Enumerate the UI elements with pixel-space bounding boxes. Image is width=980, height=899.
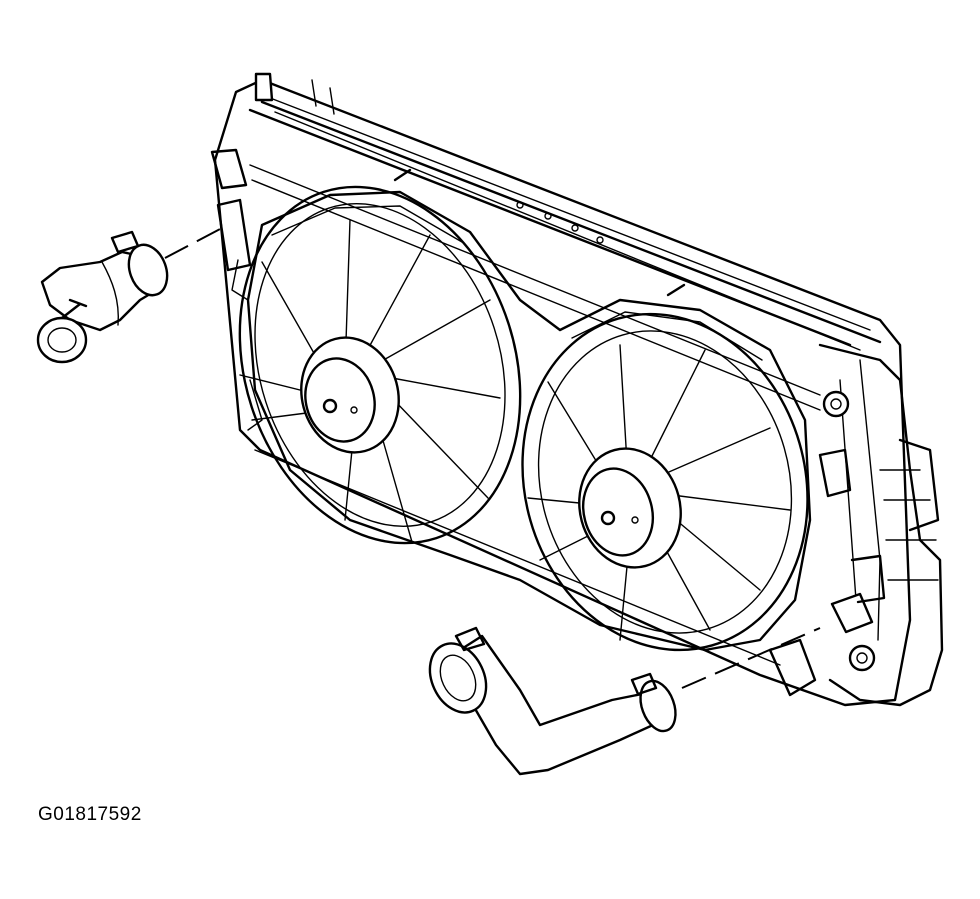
- radiator: [210, 72, 912, 707]
- fan-right: [521, 312, 809, 652]
- lower-radiator-hose: [428, 626, 821, 776]
- radiator-side-tank: [768, 343, 944, 707]
- fan-left: [238, 185, 522, 545]
- figure-id-label: G01817592: [38, 804, 142, 825]
- upper-radiator-hose: [36, 227, 223, 364]
